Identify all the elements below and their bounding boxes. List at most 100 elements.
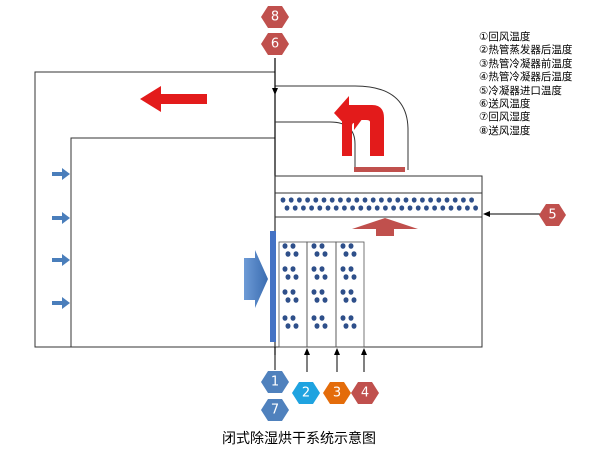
heat-pipe-tube-dot: [293, 274, 299, 280]
heat-pipe-tube-dot: [348, 266, 354, 272]
heat-pipe-tube-dot: [340, 266, 346, 272]
red-airflow-arrow-left: [140, 86, 207, 112]
marker-8: 8: [261, 6, 289, 28]
pointer-head-3: [334, 348, 340, 355]
red-curved-arrow-head: [334, 96, 384, 156]
heat-pipe-tube-dot: [343, 323, 349, 329]
condenser-tube-dot: [284, 205, 290, 211]
small-blue-arrow-2: [52, 212, 70, 224]
heat-pipe-tube-dot: [322, 297, 328, 303]
marker-7-label: 7: [271, 403, 279, 418]
heat-pipe-tube-dot: [351, 251, 357, 257]
heat-pipe-tube-dot: [351, 297, 357, 303]
condenser-tube-dot: [297, 197, 302, 203]
condenser-tube-dot: [399, 205, 405, 211]
condenser-tube-dot: [301, 205, 306, 211]
condenser-tube-dot: [366, 205, 372, 211]
marker-5: 5: [539, 204, 566, 226]
heat-pipe-tube-dot: [322, 274, 328, 280]
heat-pipe-tube-dot: [340, 315, 346, 321]
marker-4: 4: [351, 382, 379, 404]
condenser-tube-dot: [456, 205, 462, 211]
red-airflow-arrow-up: [352, 218, 418, 236]
marker-5-label: 5: [548, 208, 556, 223]
legend-item-2: ②热管蒸发器后温度: [479, 44, 573, 57]
marker-3-label: 3: [333, 386, 341, 401]
heat-pipe-tube-dot: [351, 323, 357, 329]
heater-bar: [354, 167, 405, 172]
condenser-tube-dot: [379, 197, 384, 203]
condenser-tube-dot: [358, 205, 364, 211]
condenser-tube-dot: [444, 197, 450, 203]
heat-pipe-tube-dot: [340, 289, 346, 295]
marker-1-label: 1: [271, 375, 279, 390]
condenser-tube-dot: [329, 197, 335, 203]
condenser-tube-dot: [354, 197, 360, 203]
heat-pipe-tube-dot: [314, 251, 320, 257]
heat-pipe-tube-dot: [290, 289, 296, 295]
heat-pipe-column-3: [335, 241, 365, 348]
condenser-tube-dot: [317, 205, 323, 211]
condenser-tube-dot: [342, 205, 347, 211]
marker-3: 3: [323, 382, 351, 404]
heat-pipe-tube-dot: [293, 323, 299, 329]
heat-pipe-tube-dot: [290, 243, 296, 249]
heat-pipe-tube-dot: [311, 289, 317, 295]
heat-pipe-tube-dot: [314, 323, 320, 329]
heat-pipe-tube-dot: [322, 323, 328, 329]
legend-item-8: ⑧送风湿度: [479, 124, 531, 137]
legend-item-4: ④热管冷凝器后温度: [479, 71, 573, 84]
condenser-tube-dot: [346, 197, 351, 203]
condenser-tube-dot: [321, 197, 327, 203]
condenser-tube-dot: [370, 197, 376, 203]
heat-pipe-tube-dot: [351, 274, 357, 280]
marker-1: 1: [261, 371, 289, 393]
condenser-tube-dot: [420, 197, 425, 203]
heat-pipe-tube-dot: [293, 297, 299, 303]
heat-pipe-tube-dot: [343, 297, 349, 303]
heat-pipe-tube-dot: [282, 243, 288, 249]
marker-2-label: 2: [302, 386, 310, 401]
heat-pipe-tube-dot: [314, 297, 320, 303]
condenser-tube-dot: [313, 197, 319, 203]
condenser-tube-dot: [305, 197, 310, 203]
pointer-head-4: [361, 348, 367, 355]
condenser-tube-dot: [440, 205, 446, 211]
marker-6: 6: [261, 33, 289, 55]
condenser-tube-dot: [448, 205, 454, 211]
heat-pipe-tube-dot: [340, 243, 346, 249]
condenser-tube-dot: [383, 205, 388, 211]
marker-6-label: 6: [271, 37, 279, 52]
heat-pipe-tube-dot: [282, 289, 288, 295]
marker-2: 2: [292, 382, 320, 404]
condenser-tube-dot: [292, 205, 298, 211]
condenser-tube-dot: [428, 197, 433, 203]
heat-pipe-tube-dots: [282, 243, 357, 329]
condenser-tube-dot: [411, 197, 417, 203]
drying-chamber-outline: [34, 71, 275, 348]
blue-airflow-arrow-right: [244, 250, 268, 308]
condenser-tube-dot: [469, 197, 474, 203]
condenser-tube-dot: [387, 197, 392, 203]
small-blue-arrow-1: [52, 168, 70, 180]
heat-pipe-tube-dot: [285, 297, 291, 303]
condenser-tube-dot: [280, 197, 286, 203]
condenser-tube-dot: [473, 205, 478, 211]
measurement-legend: ①回风温度 ②热管蒸发器后温度 ③热管冷凝器前温度 ④热管冷凝器后温度 ⑤冷凝器…: [479, 31, 572, 138]
heat-pipe-tube-dot: [348, 243, 354, 249]
heat-pipe-tube-dot: [282, 315, 288, 321]
return-duct: [275, 85, 409, 170]
condenser-tube-dot: [350, 205, 355, 211]
heat-pipe-tube-dot: [311, 266, 317, 272]
legend-item-3: ③热管冷凝器前温度: [479, 57, 573, 70]
heat-pipe-tube-dot: [348, 315, 354, 321]
heat-pipe-tube-dot: [319, 266, 325, 272]
condenser-tube-dot: [465, 205, 470, 211]
evaporator-bar: [270, 231, 276, 342]
condenser-tube-dot: [407, 205, 413, 211]
condenser-tube-dot: [461, 197, 466, 203]
heat-pipe-tube-dot: [290, 266, 296, 272]
marker-4-label: 4: [361, 386, 369, 401]
condenser-tube-dot: [452, 197, 458, 203]
